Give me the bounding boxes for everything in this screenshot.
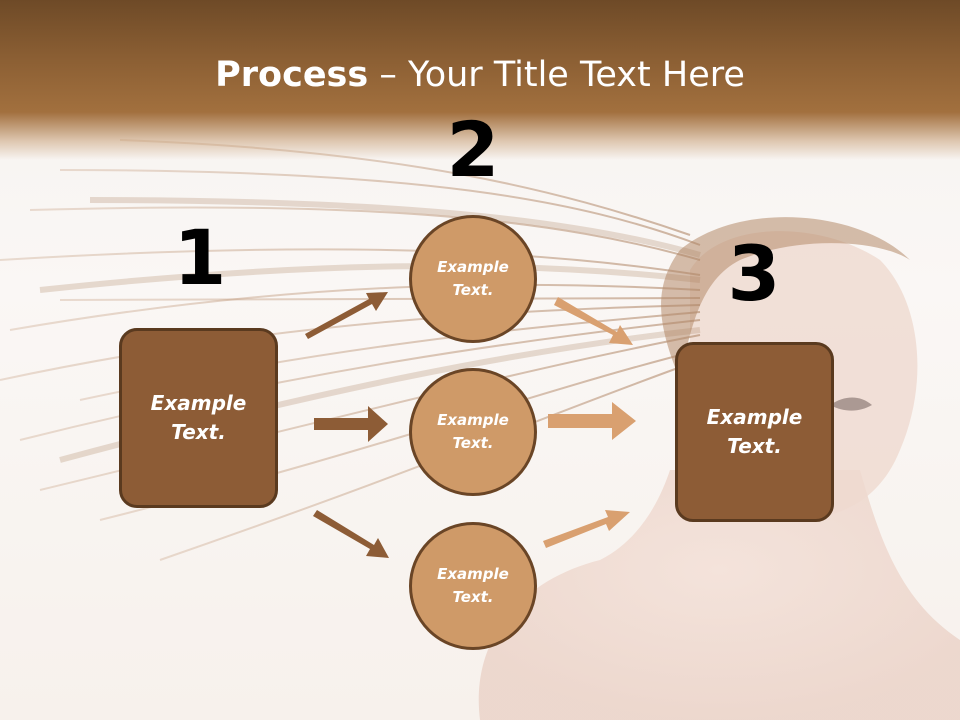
arrow-to-bottom-circle [313, 510, 389, 558]
title-bar [0, 0, 960, 160]
step-1-box: Example Text. [119, 328, 278, 508]
title-dash: – [368, 55, 408, 95]
step-number-2: 2 [446, 105, 500, 194]
step-number-3: 3 [727, 229, 781, 318]
arrow-to-top-circle [305, 292, 388, 339]
arrow-top-to-step-3 [554, 297, 633, 345]
slide-title: Process – Your Title Text Here [0, 52, 960, 98]
arrow-middle-to-step-3 [548, 402, 636, 440]
arrow-bottom-to-step-3 [543, 510, 630, 548]
title-bold: Process [215, 55, 369, 95]
step-3-label: Example Text. [706, 405, 803, 458]
circle-middle-label: Example Text. [437, 411, 509, 452]
title-rest: Your Title Text Here [407, 55, 745, 95]
circle-top-label: Example Text. [437, 258, 509, 299]
circle-bottom: Example Text. [409, 522, 537, 650]
circle-middle: Example Text. [409, 368, 537, 496]
arrow-to-middle-circle [314, 406, 388, 442]
step-1-label: Example Text. [150, 391, 247, 444]
circle-bottom-label: Example Text. [437, 565, 509, 606]
step-number-1: 1 [173, 213, 227, 302]
circle-top: Example Text. [409, 215, 537, 343]
step-3-box: Example Text. [675, 342, 834, 522]
